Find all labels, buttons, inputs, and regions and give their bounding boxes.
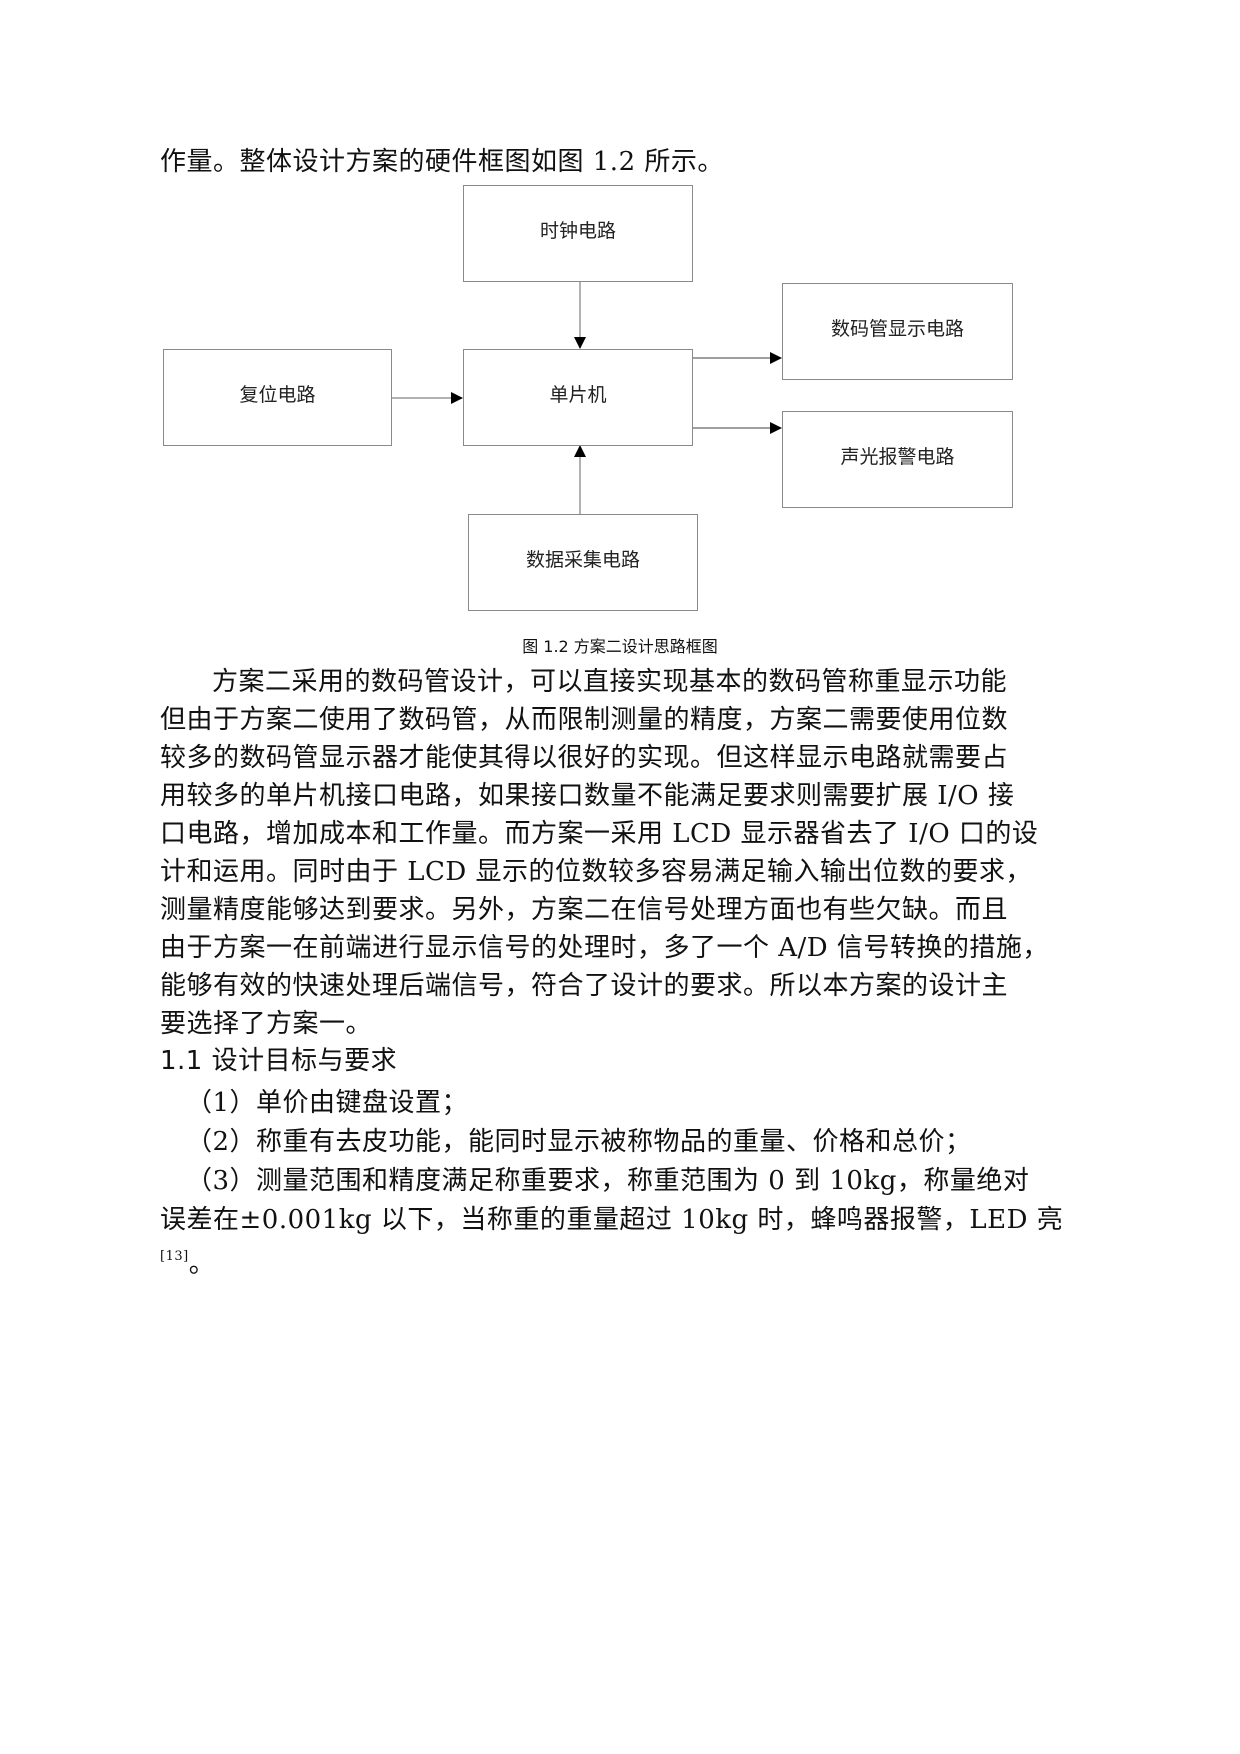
requirement-item: （3）测量范围和精度满足称重要求，称重范围为 0 到 10kg，称量绝对: [186, 1166, 1030, 1196]
box-alarm-label: 声光报警电路: [840, 446, 955, 468]
paragraph-line: 测量精度能够达到要求。另外，方案二在信号处理方面也有些欠缺。而且: [160, 895, 1009, 925]
section-heading: 1.1 设计目标与要求: [160, 1046, 398, 1076]
paragraph-line: 口电路，增加成本和工作量。而方案一采用 LCD 显示器省去了 I/O 口的设: [160, 819, 1039, 849]
end-mark: 。: [188, 1249, 216, 1279]
box-acquisition-label: 数据采集电路: [525, 549, 640, 571]
box-display-circuit: 数码管显示电路: [782, 283, 1013, 380]
paragraph-line: 由于方案一在前端进行显示信号的处理时，多了一个 A/D 信号转换的措施，: [160, 933, 1049, 963]
requirement-item: （1）单价由键盘设置；: [186, 1088, 469, 1118]
box-reset-label: 复位电路: [239, 384, 316, 406]
box-acquisition-circuit: 数据采集电路: [468, 514, 698, 611]
box-clock-label: 时钟电路: [539, 220, 616, 242]
intro-line: 作量。整体设计方案的硬件框图如图 1.2 所示。: [160, 147, 724, 177]
box-mcu: 单片机: [463, 349, 693, 446]
paragraph-line: 计和运用。同时由于 LCD 显示的位数较多容易满足输入输出位数的要求，: [160, 857, 1033, 887]
paragraph-line: 较多的数码管显示器才能使其得以很好的实现。但这样显示电路就需要占: [160, 743, 1009, 773]
box-display-label: 数码管显示电路: [830, 318, 964, 340]
box-clock-circuit: 时钟电路: [463, 185, 693, 282]
paragraph-line: 但由于方案二使用了数码管，从而限制测量的精度，方案二需要使用位数: [160, 705, 1009, 735]
figure-caption: 图 1.2 方案二设计思路框图: [522, 637, 718, 656]
requirement-item-continued: 误差在±0.001kg 以下，当称重的重量超过 10kg 时，蜂鸣器报警，LED…: [160, 1205, 1064, 1235]
paragraph-line: 要选择了方案一。: [160, 1009, 373, 1039]
box-reset-circuit: 复位电路: [163, 349, 392, 446]
box-alarm-circuit: 声光报警电路: [782, 411, 1013, 508]
box-mcu-label: 单片机: [549, 384, 607, 406]
paragraph-line: 能够有效的快速处理后端信号，符合了设计的要求。所以本方案的设计主: [160, 971, 1009, 1001]
citation-line: [13]。: [160, 1240, 215, 1281]
paragraph-line: 用较多的单片机接口电路，如果接口数量不能满足要求则需要扩展 I/O 接: [160, 781, 1015, 811]
requirement-item: （2）称重有去皮功能，能同时显示被称物品的重量、价格和总价；: [186, 1127, 972, 1157]
paragraph-line: 方案二采用的数码管设计，可以直接实现基本的数码管称重显示功能: [212, 667, 1008, 697]
citation-reference[interactable]: [13]: [160, 1249, 189, 1264]
